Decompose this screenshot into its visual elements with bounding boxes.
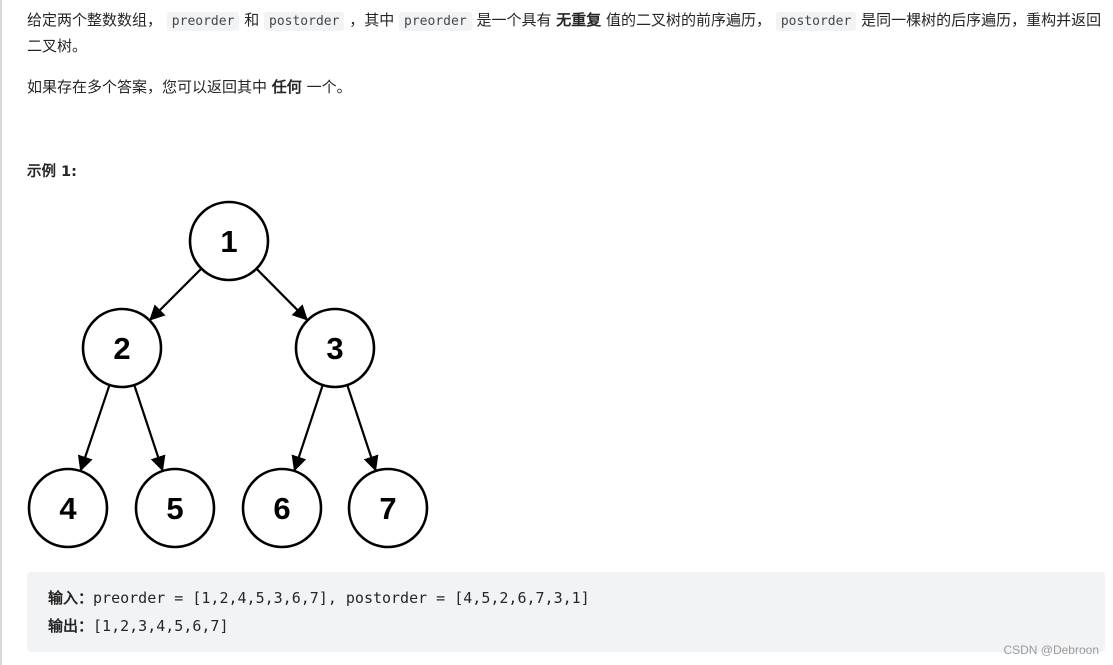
csdn-watermark: CSDN @Debroon [1003, 643, 1099, 657]
example-input: 输入：preorder = [1,2,4,5,3,6,7], postorder… [48, 587, 590, 608]
output-label: 输出： [48, 617, 94, 635]
tree-edge-3-6 [291, 384, 324, 472]
output-value: [1,2,3,4,5,6,7] [93, 617, 229, 635]
example-output: 输出：[1,2,3,4,5,6,7] [48, 615, 228, 636]
tree-node-label-5: 5 [166, 491, 183, 526]
tree-node-label-1: 1 [220, 224, 237, 259]
desc-text: 和 [244, 11, 260, 29]
code-preorder: preorder [166, 12, 240, 31]
binary-tree-diagram: 1 2 3 4 5 6 7 [27, 200, 429, 549]
tree-node-label-3: 3 [326, 331, 343, 366]
problem-description: 给定两个整数数组， preorder 和 postorder ，其中 preor… [27, 8, 1102, 59]
tree-node-6 [241, 467, 323, 549]
note-text: 如果存在多个答案，您可以返回其中 [27, 78, 268, 96]
desc-text: ，其中 [349, 11, 395, 29]
tree-node-3 [294, 307, 376, 389]
example-io-box: 输入：preorder = [1,2,4,5,3,6,7], postorder… [27, 572, 1105, 652]
desc-text: 是同一棵树的后序遍历，重构并返回二叉树。 [27, 11, 1102, 55]
tree-node-7 [347, 467, 429, 549]
tree-node-1 [188, 200, 270, 282]
tree-edge-3-7 [346, 384, 379, 472]
code-preorder: preorder [399, 12, 472, 31]
left-border [0, 0, 2, 665]
bold-no-duplicates: 无重复 [556, 11, 602, 29]
tree-edge-1-2 [149, 267, 203, 321]
desc-text: 是一个具有 [476, 11, 552, 29]
code-postorder: postorder [264, 12, 345, 31]
desc-text: 值的二叉树的前序遍历， [606, 11, 772, 29]
tree-node-2 [81, 307, 163, 389]
tree-node-4 [27, 467, 109, 549]
tree-edge-1-3 [255, 267, 308, 321]
desc-text: 给定两个整数数组， [27, 11, 163, 29]
note-text: 一个。 [306, 78, 352, 96]
tree-node-label-2: 2 [113, 331, 130, 366]
tree-edge-2-4 [77, 384, 111, 472]
input-label: 输入： [48, 589, 94, 607]
tree-node-5 [134, 467, 216, 549]
input-value: preorder = [1,2,4,5,3,6,7], postorder = … [93, 589, 590, 607]
tree-edge-2-5 [133, 384, 166, 472]
code-postorder: postorder [775, 12, 857, 31]
tree-node-label-7: 7 [379, 491, 396, 526]
tree-node-label-6: 6 [273, 491, 290, 526]
example-title: 示例 1: [27, 164, 77, 180]
tree-node-label-4: 4 [59, 491, 77, 526]
bold-any: 任何 [271, 78, 302, 96]
problem-note: 如果存在多个答案，您可以返回其中 任何 一个。 [27, 75, 352, 100]
